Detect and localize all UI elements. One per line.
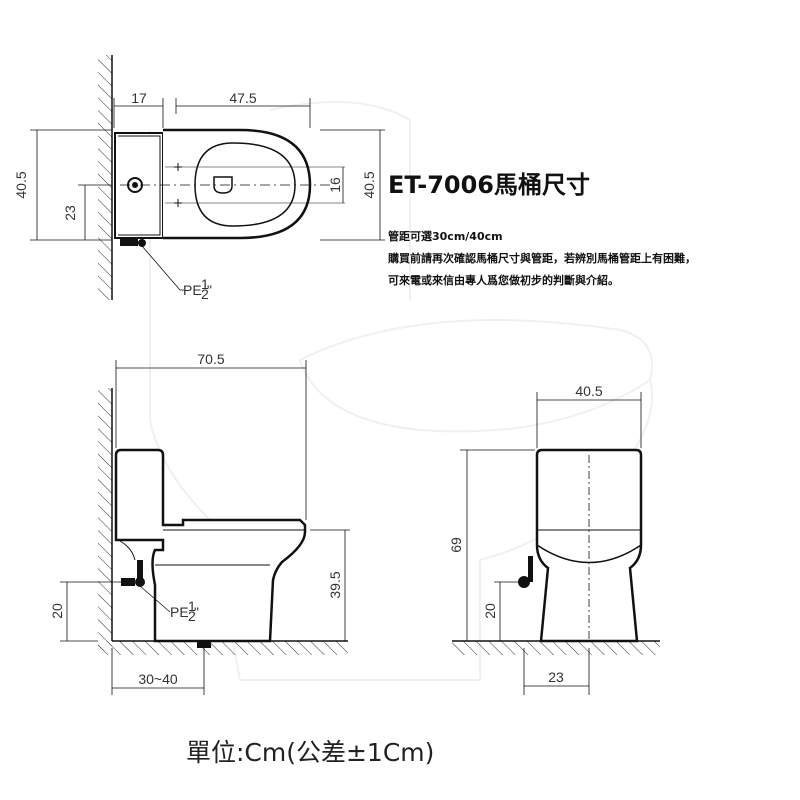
note-line-pipe-options: 管距可選30cm/40cm [388, 230, 503, 243]
side-view: 70.5 39.5 20 30~40 PE 1 2 " [49, 351, 350, 695]
svg-text:PE: PE [183, 282, 202, 298]
dim-front-width: 40.5 [575, 383, 602, 399]
floor-hatch-side [98, 641, 348, 655]
dim-tank-depth: 17 [131, 90, 147, 106]
drain-symbol [213, 176, 233, 194]
note-line-contact: 可來電或來信由專人爲您做初步的判斷與介紹。 [388, 274, 619, 287]
svg-text:1: 1 [188, 598, 196, 614]
dim-inlet-height-front: 20 [482, 603, 498, 619]
svg-text:": " [194, 604, 199, 620]
tank-outline-top [114, 132, 164, 239]
dim-outlet-height: 23 [62, 205, 78, 221]
top-view: 17 47.5 40.5 23 16 40.5 PE 1 2 " [13, 55, 385, 302]
dim-center-distance: 16 [327, 177, 343, 193]
wall-hatch-top [98, 55, 112, 300]
dim-total-height: 69 [448, 537, 464, 553]
dim-seat-height: 39.5 [327, 571, 343, 598]
product-title: ET-7006馬桶尺寸 [388, 171, 590, 199]
dim-width-left: 40.5 [13, 171, 29, 198]
units-note: 單位:Cm(公差±1Cm) [186, 738, 435, 767]
front-view: 40.5 69 20 23 [448, 383, 660, 695]
floor-hatch-front [452, 641, 660, 655]
pipe-label-side: PE 1 2 " [170, 598, 199, 624]
dim-inlet-offset: 23 [548, 669, 564, 685]
dim-bowl-length: 47.5 [229, 90, 256, 106]
inlet-valve-top [120, 239, 146, 247]
inlet-valve-front [518, 556, 533, 588]
note-line-confirm: 購買前請再次確認馬桶尺寸與管距，若辨別馬桶管距上有困難， [388, 252, 696, 265]
svg-text:": " [207, 282, 212, 298]
pipe-label-top: PE 1 2 " [183, 276, 212, 302]
product-title-block: ET-7006馬桶尺寸 [388, 165, 590, 200]
purchase-note: 管距可選30cm/40cm 購買前請再次確認馬桶尺寸與管距，若辨別馬桶管距上有困… [388, 226, 696, 292]
drain-side [197, 640, 211, 648]
inlet-valve-side [121, 560, 145, 587]
svg-text:2: 2 [188, 608, 196, 624]
wall-hatch-side [98, 388, 112, 650]
bowl-outline-top [163, 128, 312, 240]
dim-rough-in: 30~40 [138, 671, 178, 687]
dim-width-right: 40.5 [361, 171, 377, 198]
svg-text:2: 2 [201, 286, 209, 302]
svg-text:PE: PE [170, 604, 189, 620]
dim-inlet-height-side: 20 [49, 603, 65, 619]
toilet-outline-side [114, 448, 307, 643]
dim-total-length: 70.5 [197, 351, 224, 367]
svg-text:1: 1 [201, 276, 209, 292]
